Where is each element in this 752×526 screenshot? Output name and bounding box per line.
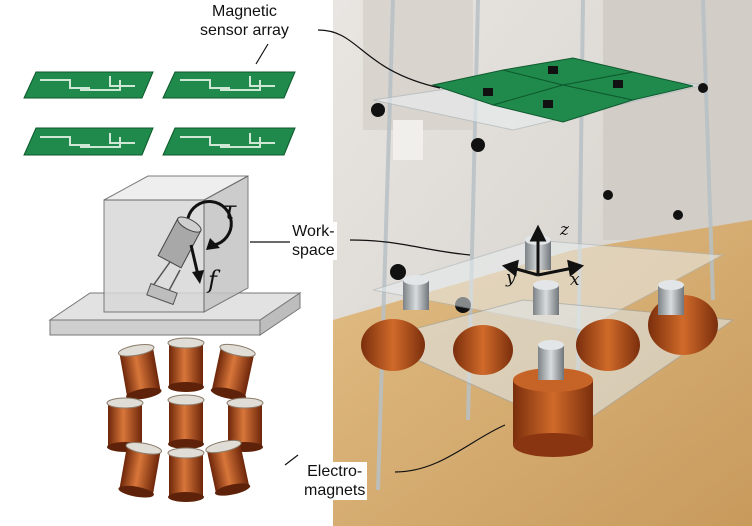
spool-icon bbox=[118, 442, 163, 498]
axis-z-label: z bbox=[560, 220, 569, 240]
pcb-board-icon bbox=[162, 127, 296, 156]
workspace-label-line1: Work- bbox=[292, 223, 335, 240]
spool-icon bbox=[167, 394, 205, 449]
sensor-label-line2: sensor array bbox=[200, 22, 289, 39]
spool-icon bbox=[210, 343, 256, 400]
pcb-board-icon bbox=[23, 71, 154, 99]
workspace-label: Work- space bbox=[290, 222, 337, 260]
sensor-array-label: Magnetic sensor array bbox=[198, 2, 291, 40]
spool-icon bbox=[167, 337, 205, 392]
axis-x-label: x bbox=[570, 270, 580, 290]
workspace-label-line2: space bbox=[292, 242, 335, 259]
electro-label-line1: Electro- bbox=[307, 463, 363, 480]
force-symbol: f bbox=[208, 266, 217, 294]
workspace-diagram bbox=[48, 175, 302, 336]
electromagnet-spools bbox=[106, 337, 264, 502]
spool-icon bbox=[117, 344, 162, 400]
pcb-board-icon bbox=[23, 127, 154, 156]
axis-y-label: y bbox=[506, 268, 516, 288]
electro-label-line2: magnets bbox=[304, 482, 366, 499]
sensor-label-line1: Magnetic bbox=[212, 3, 277, 20]
device-photo bbox=[333, 0, 752, 526]
torque-symbol: τ bbox=[222, 196, 237, 226]
spool-icon bbox=[205, 439, 251, 496]
electromagnets-label: Electro- magnets bbox=[302, 462, 368, 500]
spool-icon bbox=[226, 397, 264, 452]
pcb-board-icon bbox=[162, 71, 296, 99]
illustration-panel bbox=[23, 71, 302, 502]
spool-icon bbox=[167, 447, 205, 502]
